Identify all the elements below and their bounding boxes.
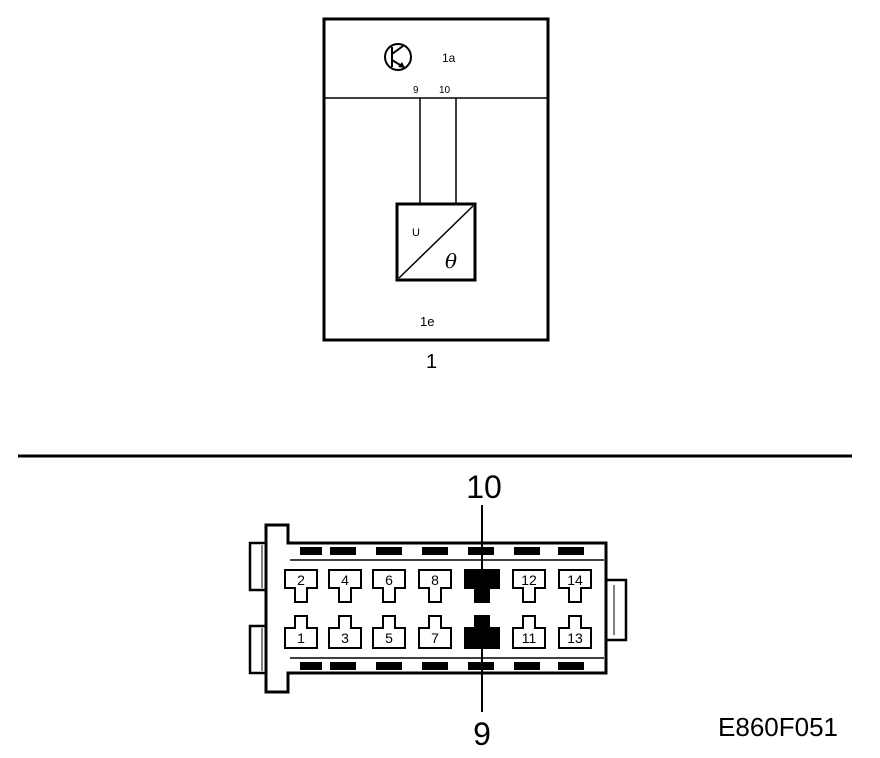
section-label: 1a — [442, 51, 456, 65]
bottom-row-pin-labels: 1 3 5 7 11 13 — [297, 630, 583, 646]
terminal-1 — [284, 615, 318, 649]
top-row-pin-labels: 2 4 6 8 12 14 — [297, 572, 583, 588]
connector-left-latch-top — [248, 541, 266, 592]
connector-housing — [264, 523, 608, 694]
pin-number: 2 — [297, 572, 305, 588]
sensor-input-label: U — [412, 227, 420, 239]
terminal-4 — [328, 569, 362, 603]
pin-number: 6 — [385, 572, 393, 588]
connector-ribs — [300, 547, 584, 670]
temperature-sensor-symbol: U θ — [395, 202, 477, 282]
control-unit-outline — [322, 17, 550, 342]
pin-label-10: 10 — [439, 85, 451, 96]
callout-10-label: 10 — [466, 469, 502, 505]
callout-9-label: 9 — [473, 716, 491, 752]
pin-number: 1 — [297, 630, 305, 646]
terminal-14 — [558, 569, 592, 603]
pin-number: 12 — [521, 572, 537, 588]
pin-number: 3 — [341, 630, 349, 646]
terminal-12 — [512, 569, 546, 603]
pin-number: 11 — [522, 630, 537, 646]
figure-code: E860F051 — [718, 712, 838, 742]
pin-number: 4 — [341, 572, 349, 588]
pin-number: 5 — [385, 630, 393, 646]
pin-number: 8 — [431, 572, 439, 588]
terminal-11 — [512, 615, 546, 649]
transistor-icon — [384, 43, 412, 71]
bottom-row-terminals — [284, 615, 592, 649]
bottom-label: 1e — [420, 314, 434, 329]
pin-number: 13 — [567, 630, 583, 646]
connector-right-tab — [606, 578, 628, 642]
sensor-output-label: θ — [445, 249, 457, 273]
pin-number: 14 — [567, 572, 583, 588]
top-row-terminals — [284, 569, 592, 603]
terminal-3 — [328, 615, 362, 649]
pin-number: 7 — [431, 630, 439, 646]
pin-label-9: 9 — [413, 85, 419, 96]
terminal-13 — [558, 615, 592, 649]
connector-left-latch-bottom — [248, 624, 266, 675]
terminal-8 — [418, 569, 452, 603]
control-unit-schematic: 1a 9 10 U θ 1e 1 — [322, 17, 550, 373]
terminal-6 — [372, 569, 406, 603]
component-number: 1 — [426, 351, 437, 373]
terminal-5 — [372, 615, 406, 649]
terminal-7 — [418, 615, 452, 649]
terminal-2 — [284, 569, 318, 603]
connector-diagram: 2 4 6 8 12 14 1 3 5 7 11 13 10 9 — [248, 469, 628, 752]
